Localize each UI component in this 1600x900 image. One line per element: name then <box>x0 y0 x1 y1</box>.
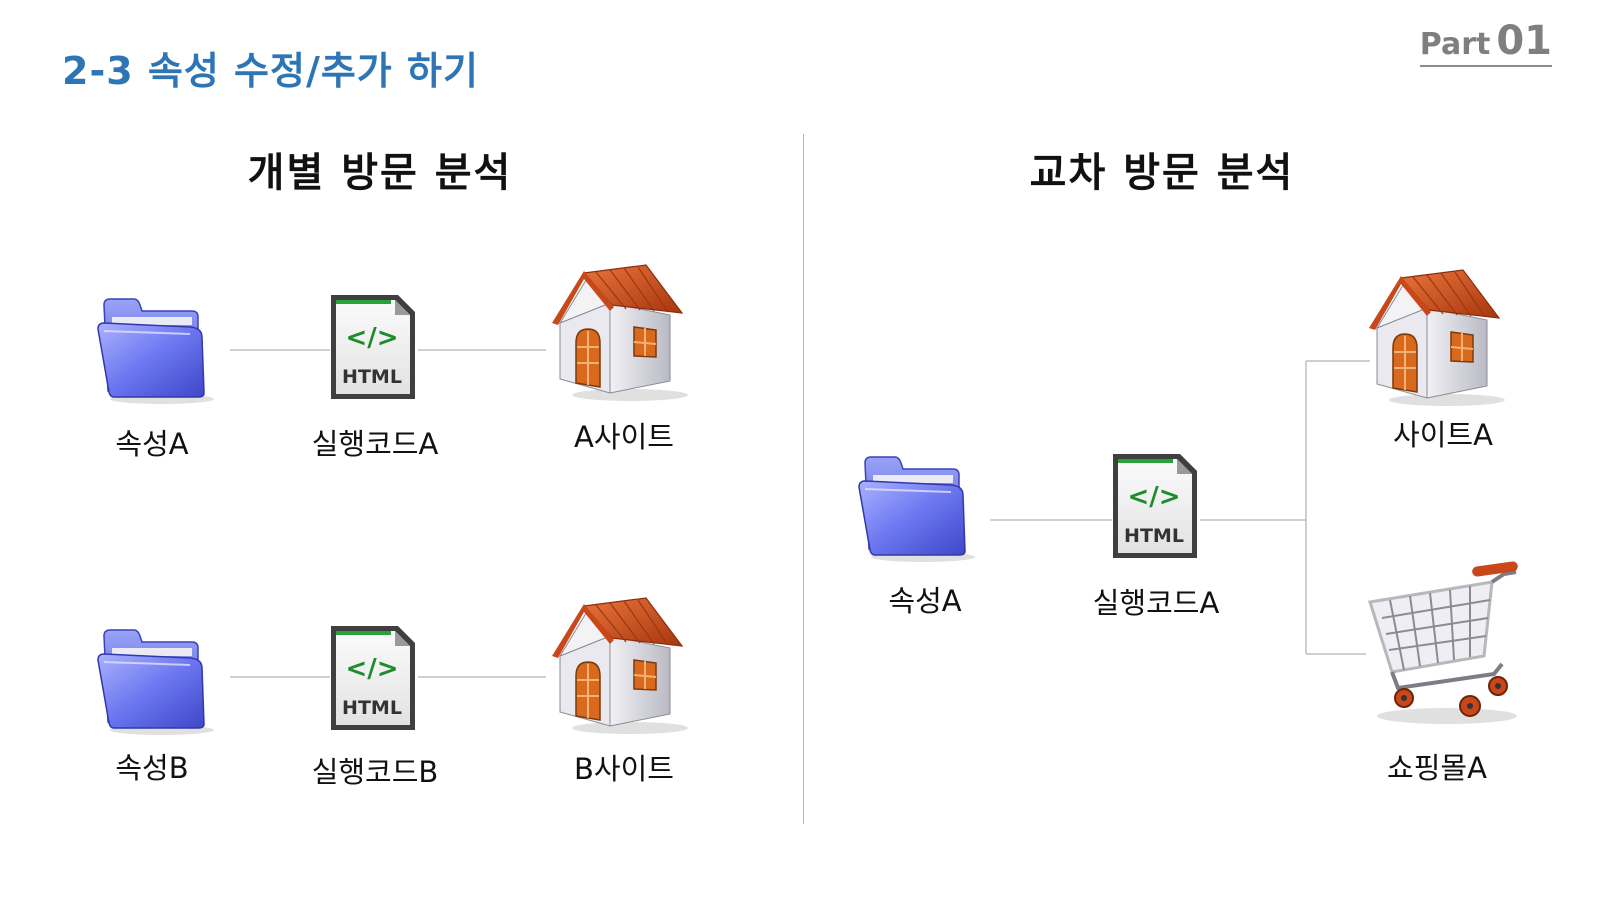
property-label: 속성A <box>115 427 189 461</box>
property-label: 속성A <box>888 584 962 618</box>
property-label: 속성B <box>115 751 189 785</box>
left-section-title: 개별 방문 분석 <box>247 150 513 196</box>
shop-label: 쇼핑몰A <box>1387 751 1487 785</box>
folder-icon <box>94 287 214 407</box>
folder-icon <box>855 445 975 565</box>
house-icon <box>550 263 690 403</box>
part-word: Part <box>1419 27 1491 62</box>
site-label: 사이트A <box>1393 418 1493 452</box>
site-label: A사이트 <box>574 420 674 454</box>
section-divider <box>803 134 804 824</box>
code-label: 실행코드A <box>1092 586 1220 620</box>
house-icon <box>1367 268 1507 408</box>
site-label: B사이트 <box>574 752 674 786</box>
page-title: 2-3 속성 수정/추가 하기 <box>62 49 479 93</box>
right-section-title: 교차 방문 분석 <box>1029 150 1295 196</box>
folder-icon <box>94 618 214 738</box>
shopping-cart-icon <box>1352 560 1522 730</box>
html-file-icon <box>328 623 418 733</box>
code-label: 실행코드B <box>311 755 439 789</box>
html-file-icon <box>328 292 418 402</box>
html-file-icon <box>1110 451 1200 561</box>
part-number: 01 <box>1496 18 1552 64</box>
house-icon <box>550 596 690 736</box>
code-label: 실행코드A <box>311 427 439 461</box>
